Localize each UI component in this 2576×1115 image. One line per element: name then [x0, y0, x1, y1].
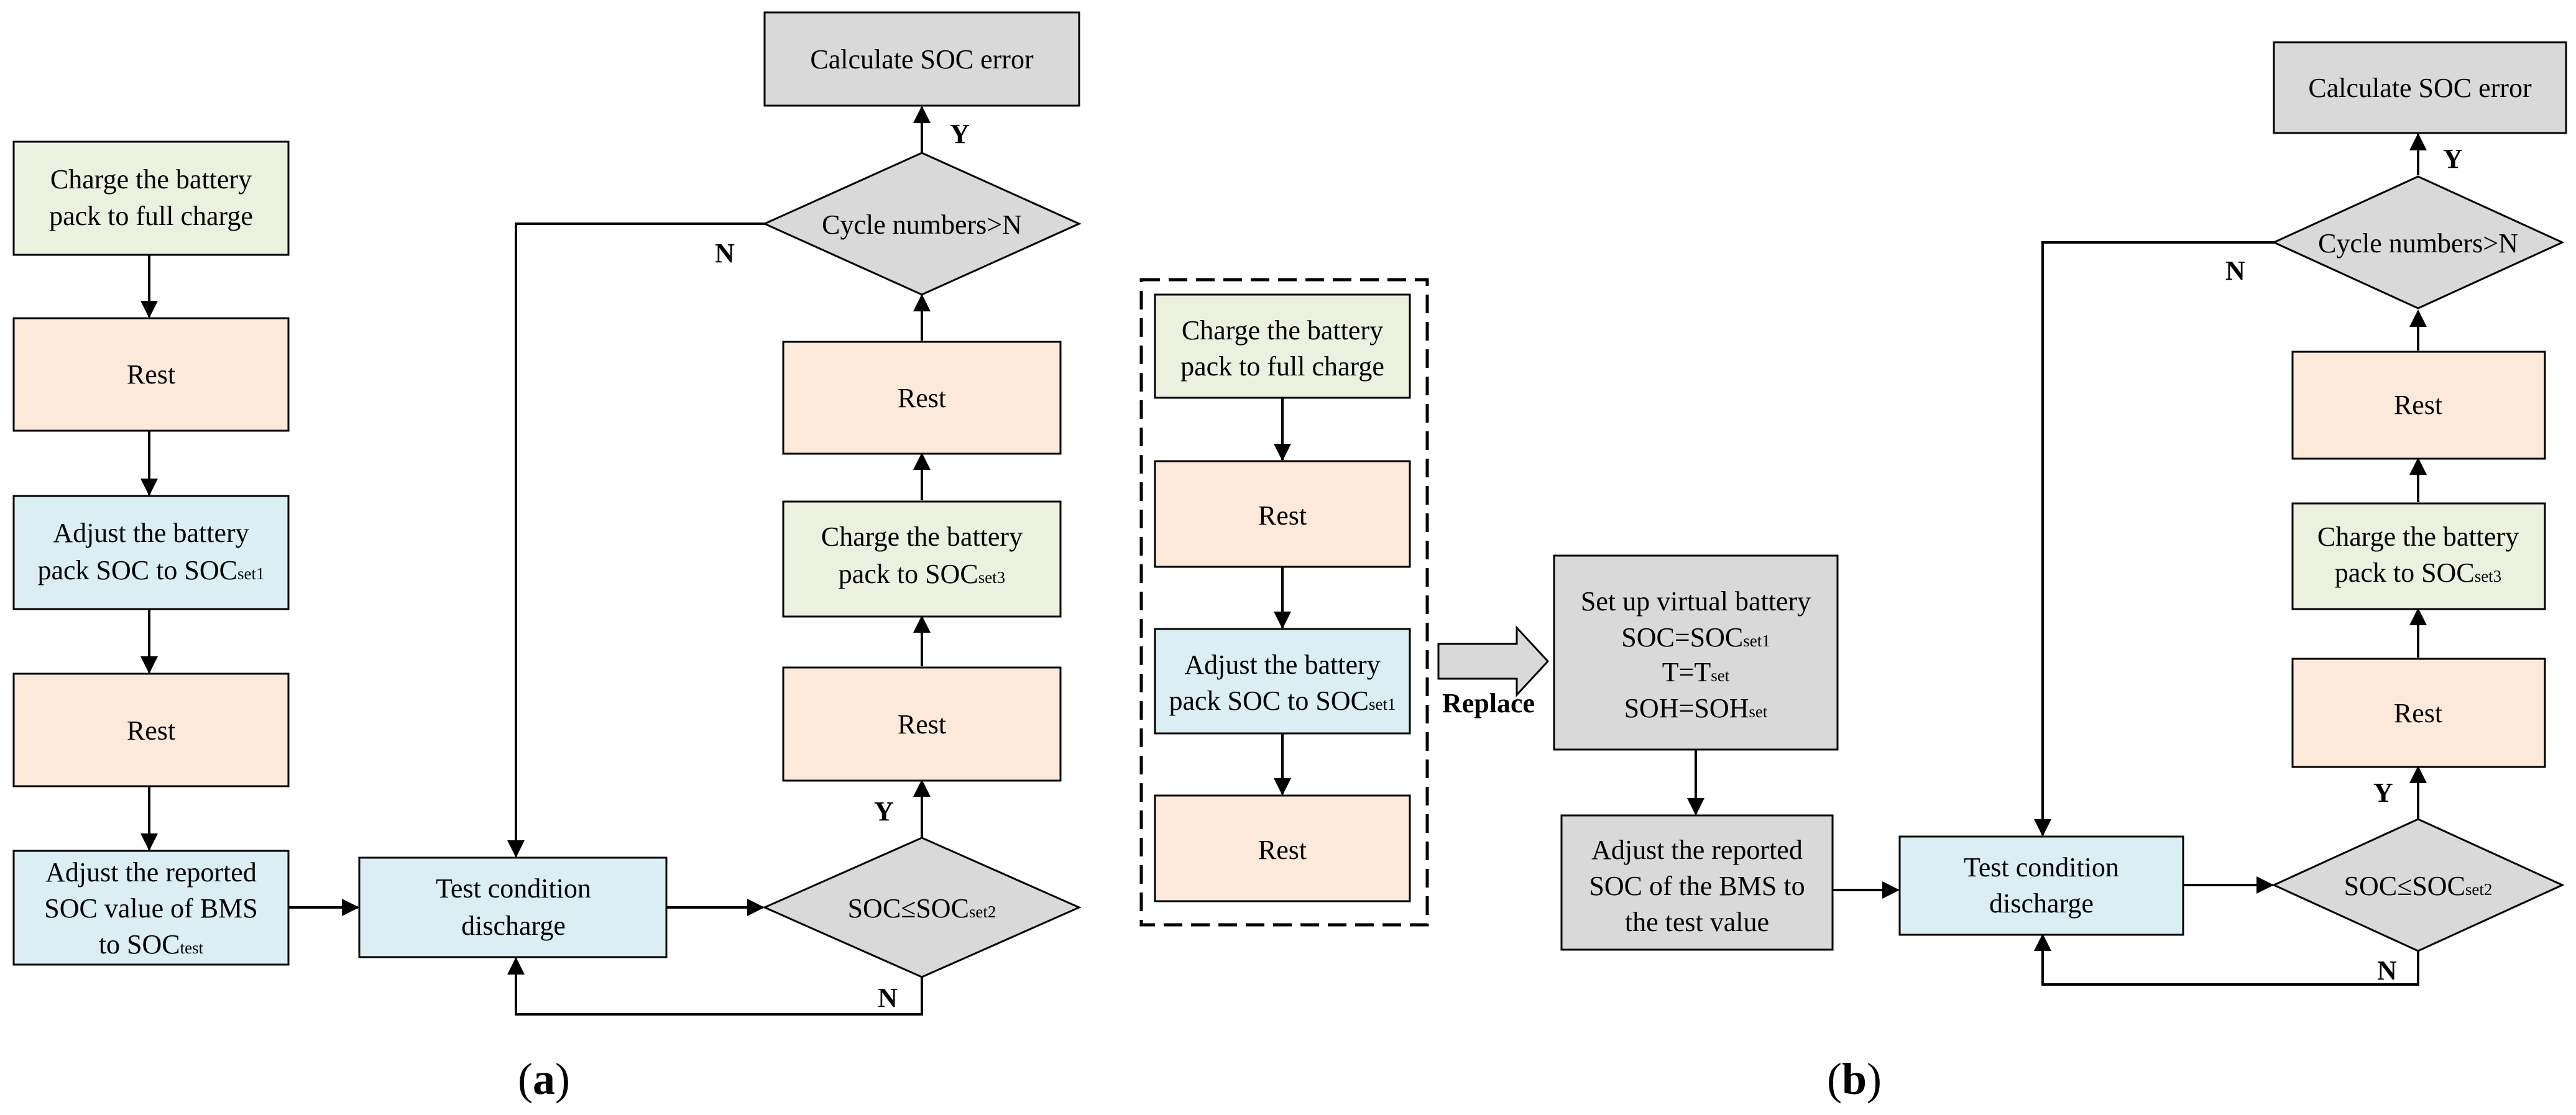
a-calc-error-label: Calculate SOC error [810, 44, 1034, 75]
b-rest-3-box [2291, 658, 2546, 768]
a-rest-2-label: Rest [127, 715, 175, 746]
a-calc-error-box [763, 11, 1080, 107]
b-test-discharge-box [1898, 835, 2184, 936]
b-adjust-reported-line2: SOC of the BMS to [1589, 871, 1805, 901]
b-label-no-cycle: N [2225, 255, 2245, 286]
b-charge-set3-line2: pack to SOCset3 [2335, 558, 2501, 588]
a-decision-cycle-label: Cycle numbers>N [822, 209, 1022, 240]
a-rest-1-box [12, 317, 290, 432]
m-charge-full-line2: pack to full charge [1180, 351, 1384, 382]
a-test-discharge-box [358, 856, 668, 958]
edge-a-cycle-no-loop [507, 223, 765, 858]
edge-b-decision-no-loop [2034, 934, 2419, 986]
a-rest-1-label: Rest [127, 359, 175, 390]
a-adjust-reported-line3: to SOCtest [99, 929, 204, 960]
a-decision-soc [762, 837, 1082, 978]
a-adjust-soc-box [12, 495, 290, 610]
b-label-yes-cycle: Y [2443, 144, 2463, 174]
b-rest-4-box [2291, 351, 2546, 460]
a-label-yes-cycle: Y [950, 119, 970, 149]
b-adjust-reported-line1: Adjust the reported [1591, 835, 1803, 865]
a-charge-set3-line1: Charge the battery [821, 521, 1023, 552]
a-charge-set3-box [782, 500, 1062, 618]
a-label-yes-soc: Y [874, 796, 894, 827]
m-adjust-soc-line1: Adjust the battery [1184, 649, 1380, 680]
b-virtual-line1: Set up virtual battery [1581, 586, 1811, 617]
m-rest-1-box [1154, 460, 1411, 568]
a-charge-set3-line2: pack to SOCset3 [839, 559, 1005, 589]
a-label-no-cycle: N [715, 238, 735, 268]
a-charge-full-box [12, 140, 290, 256]
a-adjust-soc-line2: pack SOC to SOCset1 [38, 555, 265, 585]
a-adjust-soc-line1: Adjust the battery [53, 518, 249, 548]
b-decision-soc [2271, 818, 2565, 952]
a-charge-full-line2: pack to full charge [49, 201, 253, 231]
a-rest-4-box [782, 341, 1062, 455]
b-virtual-line4: SOH=SOHset [1624, 693, 1768, 723]
b-adjust-reported-line3: the test value [1625, 907, 1769, 937]
m-charge-full-box [1154, 293, 1411, 399]
b-charge-set3-box [2291, 502, 2546, 610]
b-decision-cycle-label: Cycle numbers>N [2318, 228, 2518, 259]
m-rest-1-label: Rest [1258, 500, 1307, 531]
a-label-no-soc: N [878, 983, 898, 1013]
b-virtual-battery-box [1553, 554, 1839, 751]
replace-arrow-icon [1437, 625, 1550, 697]
b-decision-soc-label: SOC≤SOCset2 [2344, 871, 2493, 901]
replace-label: Replace [1442, 688, 1535, 718]
b-calc-error-box [2273, 41, 2567, 134]
b-test-discharge-line1: Test condition [1964, 852, 2119, 883]
edge-a-decision-no-loop [507, 957, 923, 1016]
m-adjust-soc-line2: pack SOC to SOCset1 [1169, 686, 1396, 716]
panel-b: Set up virtual battery SOC=SOCset1 T=Tse… [1553, 41, 2567, 1104]
a-test-discharge-line2: discharge [461, 911, 566, 941]
b-adjust-reported-box [1560, 814, 1834, 951]
a-adjust-reported-line2: SOC value of BMS [44, 893, 257, 924]
a-adjust-reported-box [12, 850, 290, 966]
a-rest-4-label: Rest [898, 383, 946, 413]
m-rest-2-label: Rest [1258, 835, 1307, 865]
b-label-yes-soc: Y [2373, 778, 2393, 808]
b-virtual-line2: SOC=SOCset1 [1621, 622, 1770, 653]
a-test-discharge-line1: Test condition [436, 873, 591, 904]
panel-a: Charge the battery pack to full charge R… [12, 11, 1082, 1104]
a-caption: (a) [518, 1054, 570, 1104]
a-rest-2-box [12, 672, 290, 787]
a-rest-3-box [782, 666, 1062, 782]
m-adjust-soc-box [1154, 628, 1411, 735]
b-decision-cycle [2271, 175, 2565, 310]
a-charge-full-line1: Charge the battery [50, 164, 252, 195]
m-rest-2-box [1154, 794, 1411, 902]
a-adjust-reported-line1: Adjust the reported [45, 857, 257, 888]
b-rest-4-label: Rest [2394, 390, 2442, 420]
dashed-group-border [1139, 278, 1429, 927]
b-virtual-line3: T=Tset [1662, 657, 1730, 687]
b-calc-error-label: Calculate SOC error [2308, 73, 2532, 103]
a-decision-cycle [762, 152, 1082, 296]
m-charge-full-line1: Charge the battery [1182, 315, 1383, 346]
b-rest-3-label: Rest [2394, 698, 2442, 728]
b-test-discharge-line2: discharge [1989, 888, 2094, 919]
edge-b-cycle-no-loop [2034, 241, 2274, 837]
a-rest-3-label: Rest [898, 709, 946, 740]
b-label-no-soc: N [2377, 955, 2397, 986]
replace-group: Charge the battery pack to full charge R… [1139, 278, 1550, 927]
b-charge-set3-line1: Charge the battery [2317, 521, 2519, 552]
b-caption: (b) [1827, 1054, 1882, 1104]
a-decision-soc-label: SOC≤SOCset2 [848, 893, 996, 924]
